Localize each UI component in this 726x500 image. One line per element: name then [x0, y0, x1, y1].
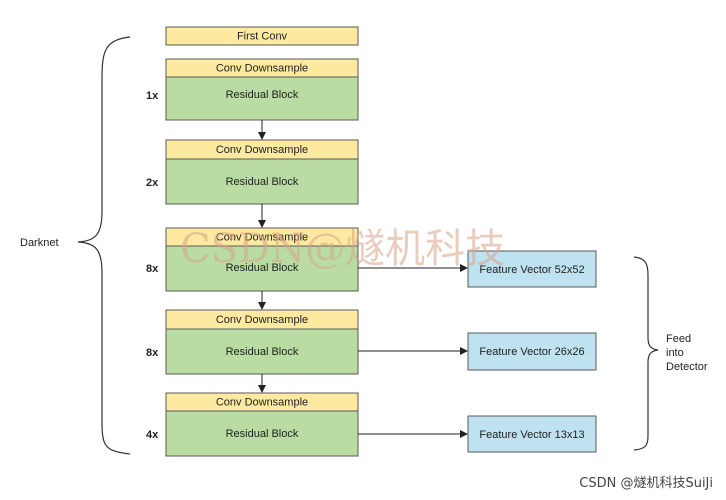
first-conv-box	[165, 26, 359, 46]
repeat-label: 8x	[146, 347, 159, 359]
residual-label: Residual Block	[226, 428, 299, 440]
downsample-label: Conv Downsample	[216, 232, 308, 244]
footer-attribution: CSDN @燧机科技SuiJi	[579, 476, 713, 491]
residual-label: Residual Block	[226, 346, 299, 358]
residual-box	[165, 410, 359, 457]
block-2: Conv Downsample Residual Block 2x	[146, 139, 359, 205]
feed-label-line-1: Feed	[666, 333, 691, 345]
downsample-label: Conv Downsample	[216, 314, 308, 326]
residual-label: Residual Block	[226, 176, 299, 188]
first-conv-label: First Conv	[237, 31, 288, 43]
feature-vector-label: Feature Vector 26x26	[479, 346, 584, 358]
feature-vector-box	[467, 415, 597, 453]
darknet-brace	[77, 36, 131, 455]
feature-vector-box	[467, 250, 597, 288]
feed-label-line-2: into	[666, 347, 684, 359]
repeat-label: 4x	[146, 429, 159, 441]
repeat-label: 8x	[146, 263, 159, 275]
block-4: Conv Downsample Residual Block 8x	[146, 309, 359, 375]
block-1: Conv Downsample Residual Block 1x	[146, 58, 359, 121]
watermark: CSDN@燧机科技	[180, 226, 505, 272]
feature-vector-box	[467, 332, 597, 371]
residual-box	[165, 328, 359, 375]
repeat-label: 2x	[146, 177, 159, 189]
feature-vector-label: Feature Vector 52x52	[479, 264, 584, 276]
block-5: Conv Downsample Residual Block 4x	[146, 392, 359, 457]
residual-box	[165, 158, 359, 205]
feed-label-line-3: Detector	[666, 361, 708, 373]
block-3: Conv Downsample Residual Block 8x	[146, 227, 359, 292]
downsample-label: Conv Downsample	[216, 397, 308, 409]
residual-label: Residual Block	[226, 262, 299, 274]
repeat-label: 1x	[146, 90, 159, 102]
residual-box	[165, 245, 359, 292]
feature-vector-label: Feature Vector 13x13	[479, 429, 584, 441]
residual-label: Residual Block	[226, 89, 299, 101]
downsample-label: Conv Downsample	[216, 144, 308, 156]
feed-brace	[633, 256, 659, 451]
downsample-label: Conv Downsample	[216, 63, 308, 75]
darknet-label: Darknet	[20, 237, 59, 249]
